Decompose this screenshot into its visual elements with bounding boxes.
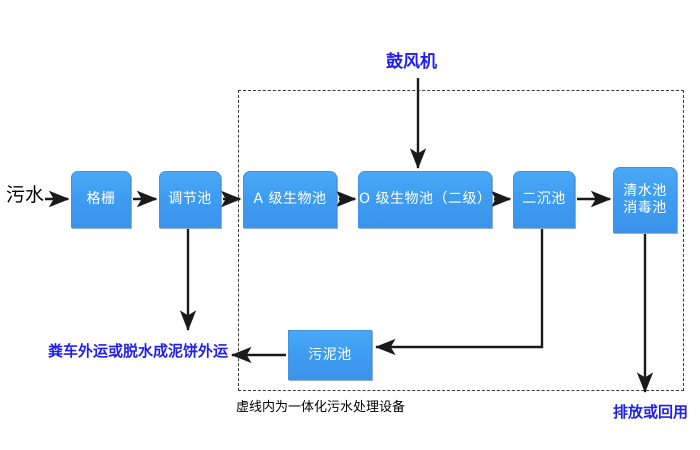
integrated-equipment-boundary: [238, 90, 684, 391]
node-regulating-tank[interactable]: 调节池: [159, 171, 221, 228]
node-a-stage-bio-tank-label: A 级生物池: [253, 191, 327, 208]
inlet-label: 污水: [6, 184, 45, 206]
node-clearwater-label: 清水池: [623, 183, 667, 200]
node-grille[interactable]: 格栅: [71, 171, 131, 228]
node-a-stage-bio-tank[interactable]: A 级生物池: [243, 171, 337, 228]
effluent-discharge-label: 排放或回用: [613, 403, 689, 421]
node-secondary-clarifier[interactable]: 二沉池: [513, 171, 575, 228]
node-o-stage-bio-tank[interactable]: O 级生物池（二级）: [358, 171, 492, 228]
node-sludge-tank[interactable]: 污泥池: [288, 330, 372, 380]
node-regulating-tank-label: 调节池: [168, 191, 212, 208]
node-disinfection-label: 消毒池: [623, 200, 667, 216]
node-grille-label: 格栅: [86, 191, 116, 208]
node-sludge-tank-label: 污泥池: [308, 346, 352, 363]
node-o-stage-bio-tank-label: O 级生物池（二级）: [359, 191, 492, 208]
equipment-caption: 虚线内为一体化污水处理设备: [236, 400, 406, 415]
blower-label: 鼓风机: [386, 52, 437, 72]
sludge-disposal-label: 粪车外运或脱水成泥饼外运: [48, 342, 229, 360]
node-clearwater-disinfection-tank[interactable]: 清水池 消毒池: [613, 167, 677, 233]
node-secondary-clarifier-label: 二沉池: [522, 191, 566, 208]
